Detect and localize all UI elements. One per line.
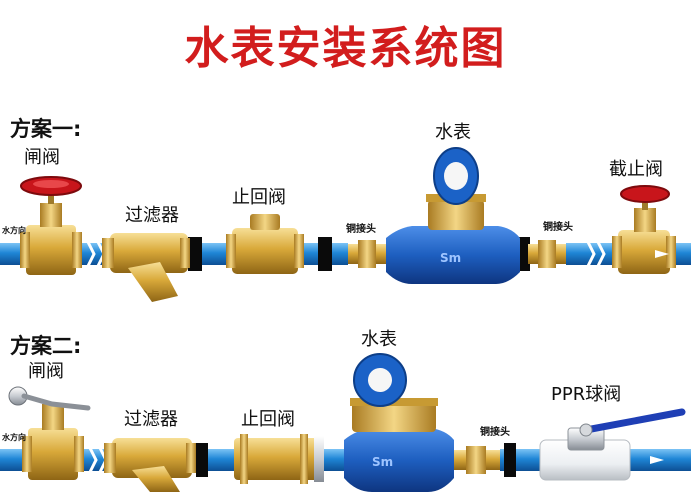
- union-ring: [518, 237, 530, 271]
- union-ring: [188, 237, 202, 271]
- y-strainer: [102, 233, 190, 302]
- stop-valve: [612, 185, 676, 274]
- copper-joint-label: 铜接头: [480, 427, 510, 438]
- gate-valve: [20, 176, 82, 275]
- plan-one-assembly: Sm: [0, 147, 691, 302]
- flow-arrow: [655, 250, 669, 258]
- copper-joint: [348, 240, 386, 268]
- water-meter: Sm: [386, 147, 520, 284]
- gate-valve: [8, 386, 91, 480]
- lever-handle: [21, 393, 91, 411]
- ppr-ball-valve: [539, 408, 686, 481]
- main-title: 水表安装系统图: [184, 23, 507, 74]
- check-valve-label: 止回阀: [241, 409, 295, 430]
- red-handwheel: [620, 185, 670, 203]
- plan-two-assembly: Sm: [0, 353, 691, 492]
- copper-joint-label: 铜接头: [543, 222, 573, 233]
- ppr-ball-valve-label: PPR球阀: [551, 384, 622, 405]
- plan-two-title: 方案二:: [10, 334, 82, 358]
- union-ring: [196, 443, 208, 477]
- check-valve-label: 止回阀: [232, 187, 286, 208]
- pipe-segment: [322, 449, 344, 471]
- y-strainer: [104, 438, 196, 492]
- copper-joint: [528, 240, 566, 268]
- gate-valve-label: 闸阀: [28, 361, 64, 382]
- blue-lever-handle: [582, 408, 686, 434]
- flow-direction-label: 水方向: [2, 433, 26, 442]
- union-ring: [504, 443, 516, 477]
- water-meter: Sm: [344, 353, 454, 492]
- stop-valve-label: 截止阀: [609, 159, 663, 180]
- water-meter-label: 水表: [361, 329, 397, 350]
- water-meter-label: 水表: [435, 122, 471, 143]
- flow-direction-label: 水方向: [2, 226, 26, 235]
- union-ring: [318, 237, 332, 271]
- flow-arrow: [650, 456, 664, 464]
- check-valve: [234, 434, 324, 484]
- svg-text:Sm: Sm: [440, 251, 461, 265]
- svg-text:Sm: Sm: [372, 455, 393, 469]
- copper-joint-label: 铜接头: [346, 224, 376, 235]
- pipe-break-mark: [584, 237, 606, 271]
- check-valve: [226, 214, 304, 274]
- copper-joint: [454, 446, 500, 474]
- plan-one-title: 方案一:: [10, 117, 82, 141]
- filter-label: 过滤器: [125, 205, 179, 226]
- gate-valve-label: 闸阀: [24, 147, 60, 168]
- filter-label: 过滤器: [124, 409, 178, 430]
